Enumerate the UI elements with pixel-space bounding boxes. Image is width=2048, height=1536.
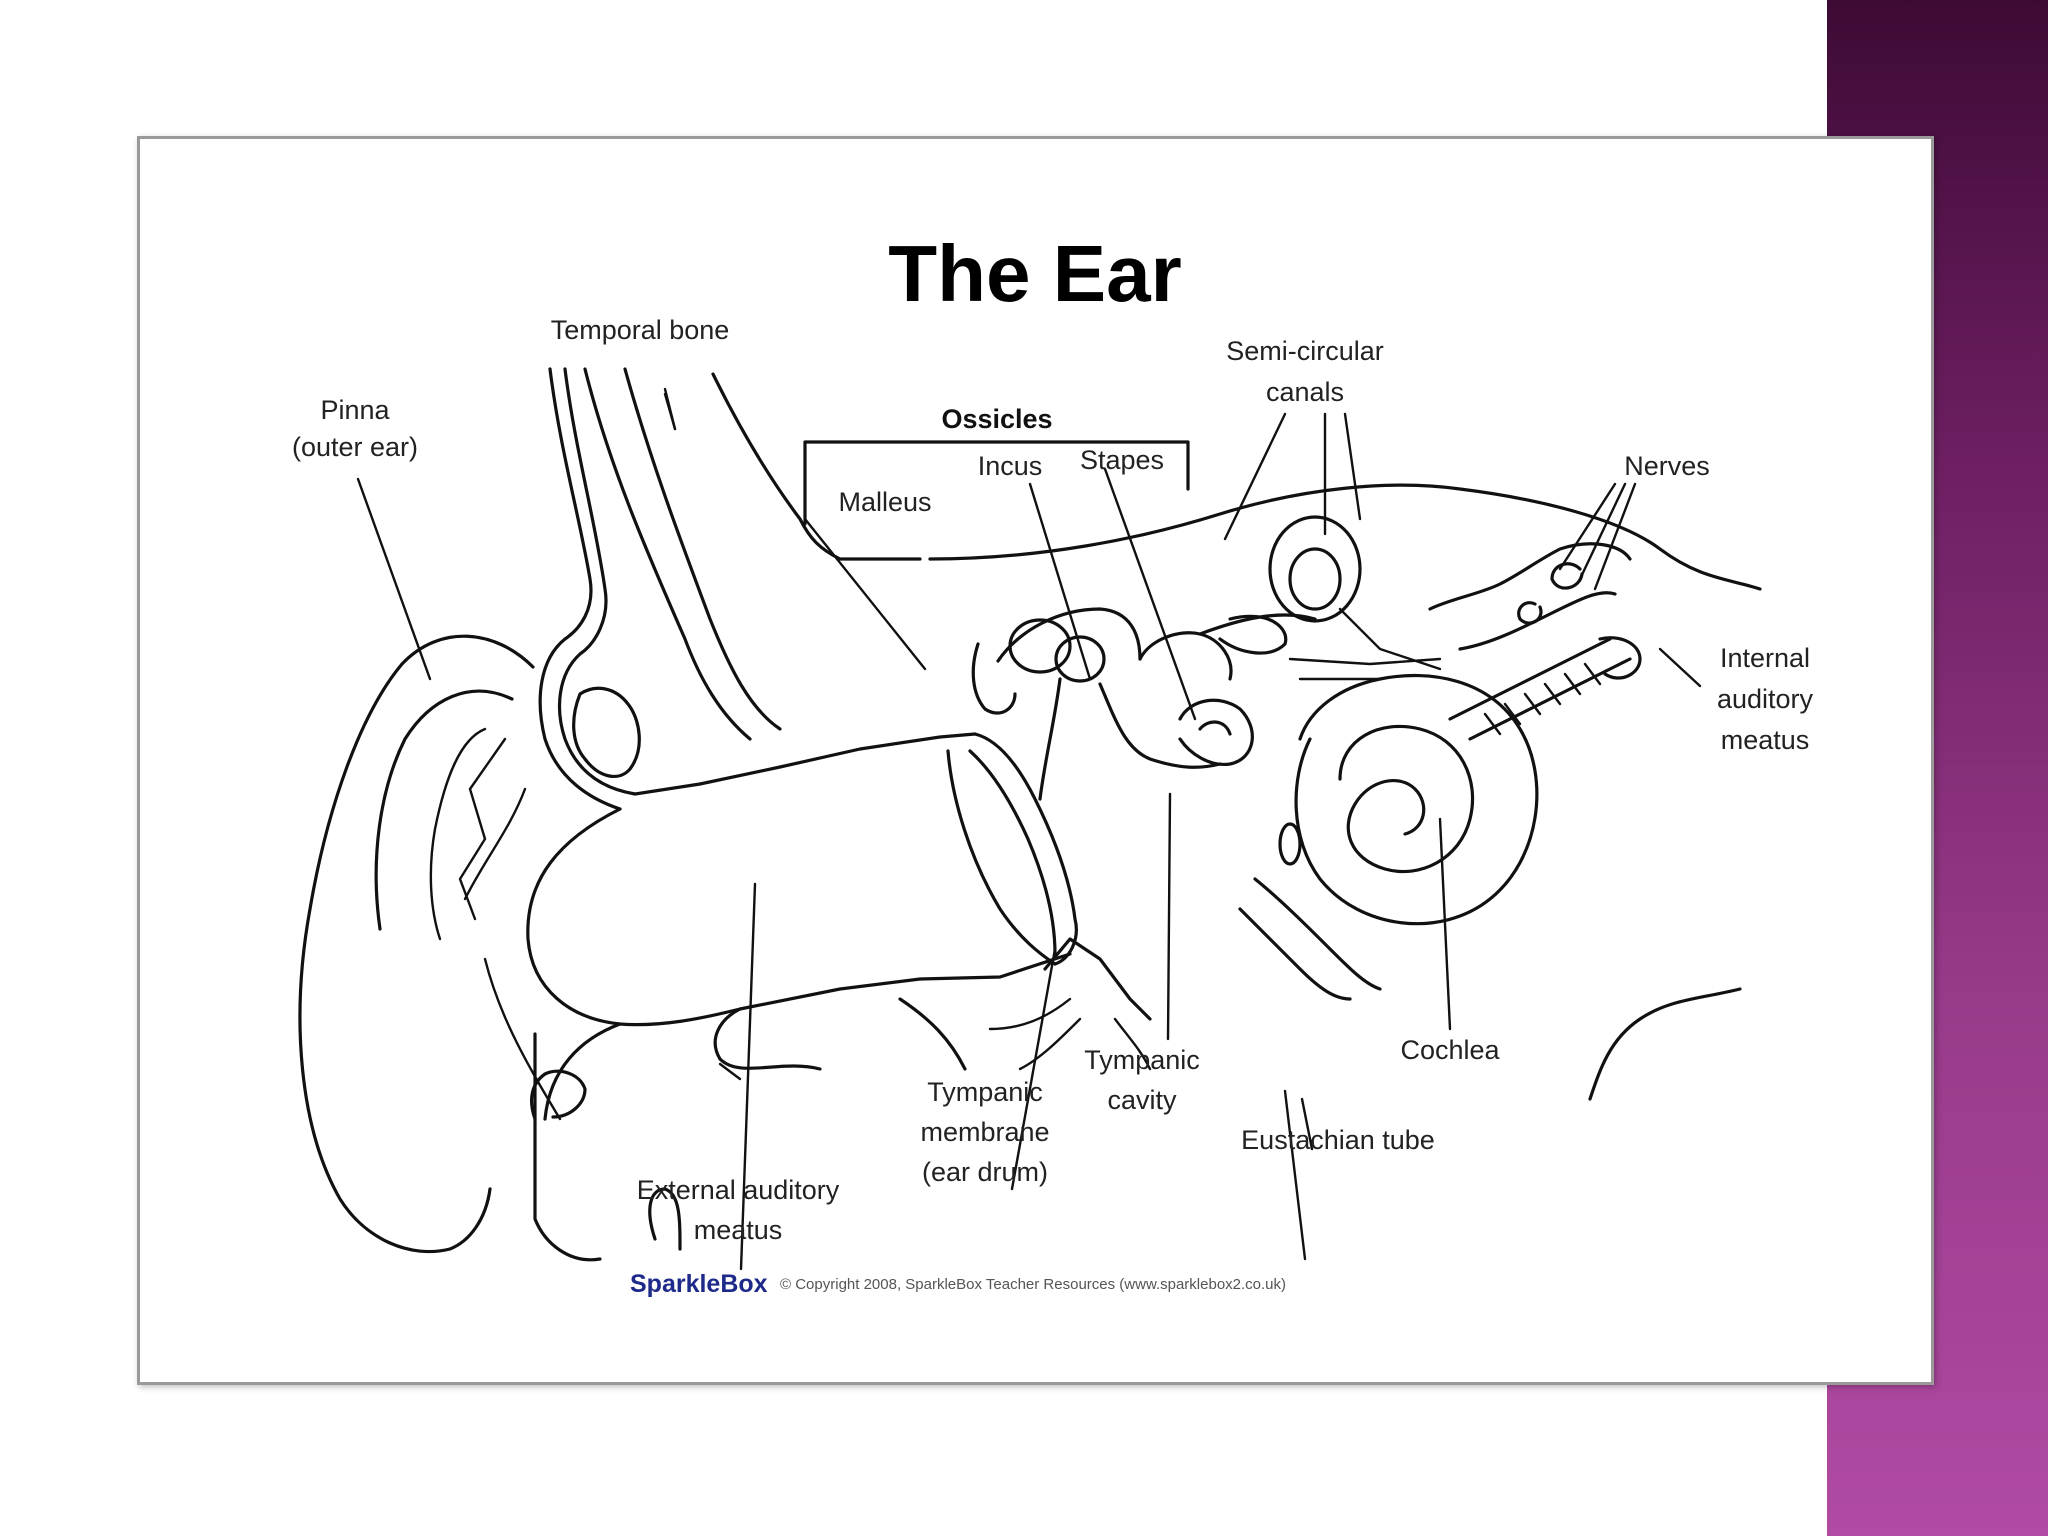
label-temporal-bone: Temporal bone xyxy=(551,315,730,345)
label-tympanic-membrane: Tympanic xyxy=(927,1077,1043,1107)
copyright-text: © Copyright 2008, SparkleBox Teacher Res… xyxy=(780,1276,1286,1293)
label-malleus: Malleus xyxy=(838,487,931,517)
sparklebox-logo: SparkleBox xyxy=(630,1270,768,1298)
pinna-drawing xyxy=(298,634,682,1262)
label-internal-auditory: Internal xyxy=(1720,643,1810,673)
label-pinna: Pinna xyxy=(320,395,390,425)
label-incus: Incus xyxy=(978,451,1043,481)
middle-ear-drawing xyxy=(946,607,1382,1071)
label-tympanic-membrane-2: membrane xyxy=(920,1117,1049,1147)
label-tympanic-cavity-2: cavity xyxy=(1107,1085,1177,1115)
label-eustachian-tube: Eustachian tube xyxy=(1241,1125,1435,1155)
label-internal-auditory-3: meatus xyxy=(1721,725,1810,755)
inner-ear-drawing xyxy=(928,483,1762,1101)
label-external-auditory-2: meatus xyxy=(694,1215,783,1245)
diagram-title: The Ear xyxy=(888,229,1181,318)
label-pinna-sub: (outer ear) xyxy=(292,432,418,462)
label-tympanic-cavity: Tympanic xyxy=(1084,1045,1200,1075)
label-nerves: Nerves xyxy=(1624,451,1710,481)
ear-canal-drawing xyxy=(526,732,1072,1121)
label-stapes: Stapes xyxy=(1080,445,1164,475)
label-internal-auditory-2: auditory xyxy=(1717,684,1814,714)
leader-lines xyxy=(356,392,1702,1271)
label-external-auditory: External auditory xyxy=(637,1175,840,1205)
label-tympanic-membrane-3: (ear drum) xyxy=(922,1157,1048,1187)
label-semicircular: Semi-circular xyxy=(1226,336,1384,366)
temporal-bone-drawing xyxy=(538,367,922,811)
label-cochlea: Cochlea xyxy=(1400,1035,1500,1065)
ear-diagram: The Ear Temporal bone Pinna (outer ear) … xyxy=(292,229,1814,1298)
label-ossicles: Ossicles xyxy=(941,404,1052,434)
ossicles-bracket xyxy=(803,440,1190,526)
label-semicircular-sub: canals xyxy=(1266,377,1344,407)
ear-diagram-slide: The Ear Temporal bone Pinna (outer ear) … xyxy=(137,136,1934,1385)
